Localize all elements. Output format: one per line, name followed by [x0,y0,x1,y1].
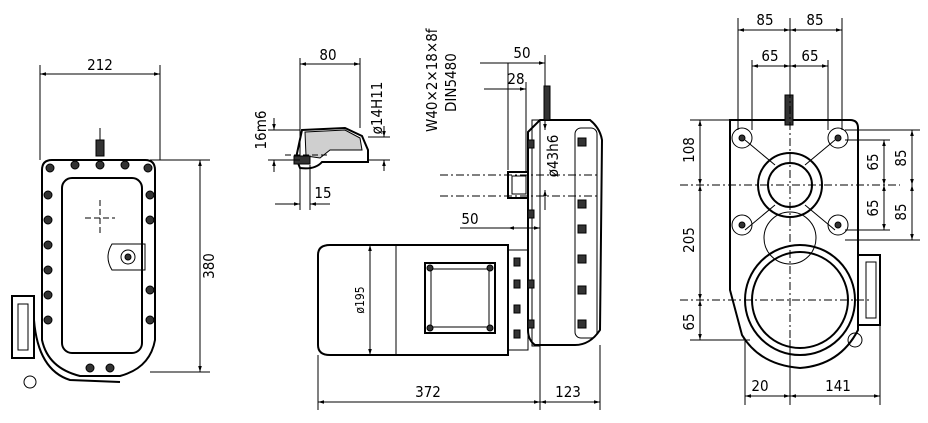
dim-50-mid: 50 [461,210,478,228]
spline-label-din: DIN5480 [442,53,460,112]
rear-view: 85 85 65 65 108 205 65 [680,11,920,405]
shaft-detail: 80 16m6 ø14H11 15 [252,46,390,210]
spline-label-w: W40×2×18×8f [423,27,441,132]
dim-141: 141 [825,377,851,395]
terminal-box [424,262,496,334]
vent-plug-side [543,85,551,121]
front-view: 212 380 [11,56,218,389]
rear-housing [729,119,859,370]
gearbox-body [527,119,604,346]
dim-205: 205 [680,227,698,253]
dim-212: 212 [87,56,113,74]
dim-85-right: 85 [806,11,823,29]
side-flange [11,295,35,359]
motor-flange-bolts [513,257,521,339]
dim-80: 80 [319,46,336,64]
side-bolts [527,137,587,329]
dim-50-top: 50 [513,44,530,62]
dim-d14h11: ø14H11 [368,82,386,135]
dim-108: 108 [680,137,698,163]
dim-16m6: 16m6 [252,111,270,150]
housing-cover [61,177,143,354]
dim-d43h6: ø43h6 [544,135,562,178]
dim-right-65-bottom: 65 [864,199,882,216]
vent-plug [95,139,105,157]
dim-372: 372 [415,383,441,401]
dim-65-right: 65 [801,47,818,65]
dim-85-left: 85 [756,11,773,29]
vent-plug-rear [784,94,794,126]
dim-right-85-bottom: 85 [892,203,910,220]
rear-output-bore [767,162,813,208]
dim-123: 123 [555,383,581,401]
dim-65-left: 65 [761,47,778,65]
dim-right-85-top: 85 [892,149,910,166]
dim-380: 380 [200,253,218,279]
dim-20: 20 [751,377,768,395]
dim-d195: ø195 [353,286,367,313]
motor-body [317,244,509,356]
rear-flange-ring [757,152,823,218]
housing-bolts [43,160,155,373]
dim-65-bottom: 65 [680,313,698,330]
dim-right-65-top: 65 [864,153,882,170]
dim-28: 28 [507,70,524,88]
housing-outline [41,159,156,377]
dim-15: 15 [314,184,331,202]
side-view: W40×2×18×8f DIN5480 50 28 ø43h6 50 [317,27,604,410]
rear-side-flange [857,254,881,326]
